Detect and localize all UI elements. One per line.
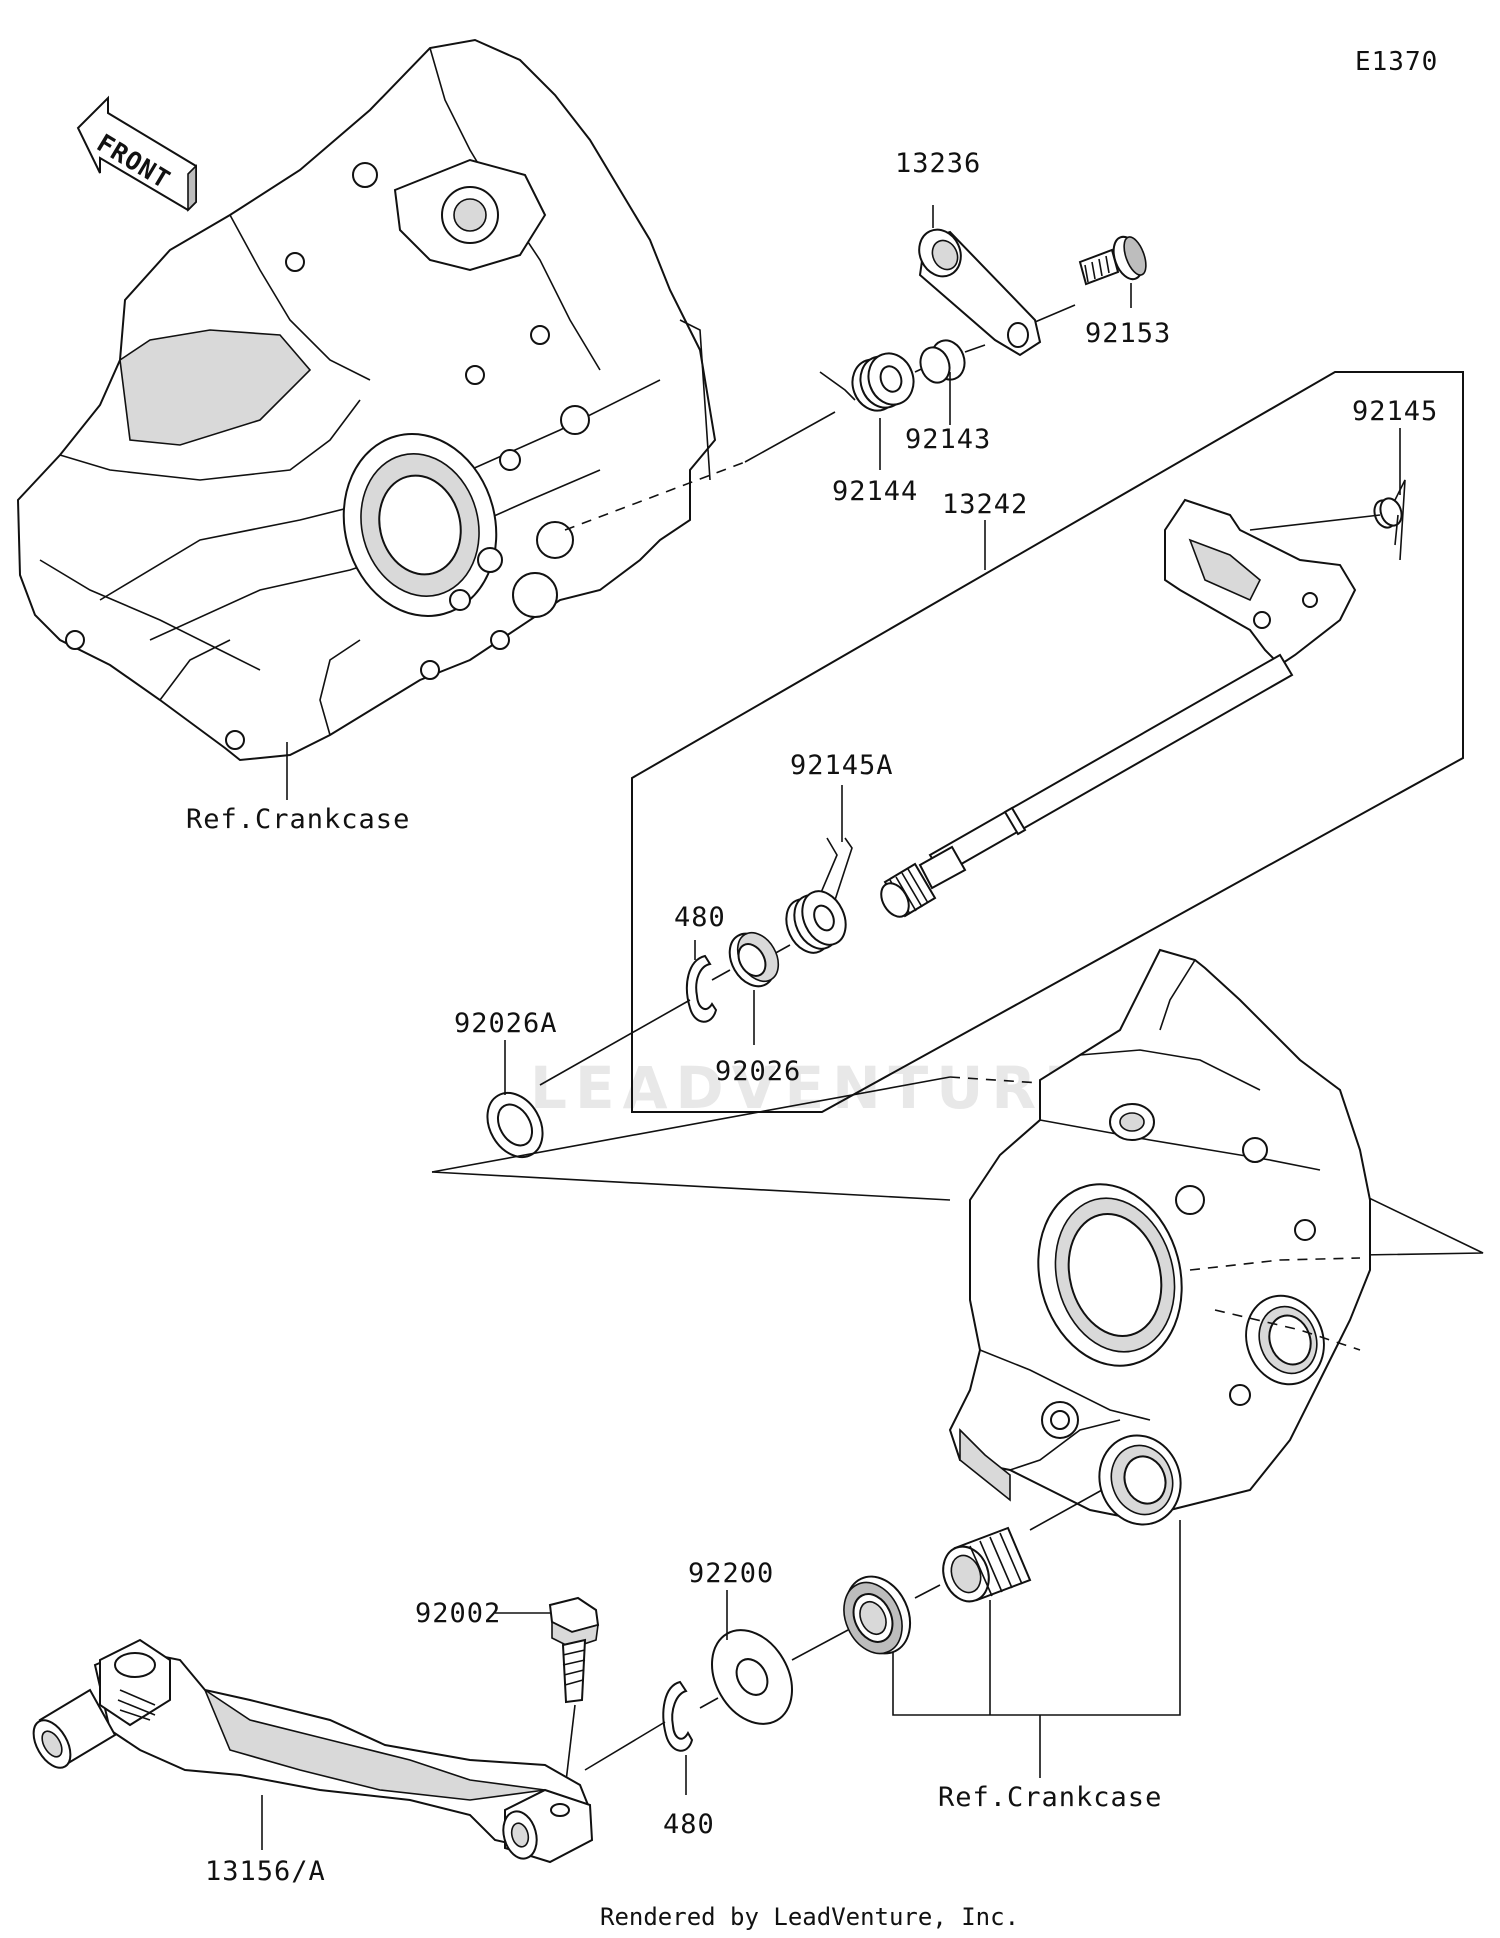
circlip-480-top	[686, 954, 718, 1023]
bolt-92002	[548, 1596, 600, 1704]
spring-92144	[819, 352, 915, 412]
spring-92145	[1373, 479, 1406, 561]
diagram-code: E1370	[1355, 47, 1438, 77]
collar-92143	[919, 339, 966, 384]
part-480-bottom-label: 480	[663, 1809, 715, 1840]
oil-seal	[843, 1575, 912, 1655]
needle-bearing	[942, 1526, 1032, 1603]
shift-shaft-13242	[880, 498, 1381, 918]
footer-credit: Rendered by LeadVenture, Inc.	[600, 1903, 1019, 1931]
part-92144-label: 92144	[832, 476, 918, 507]
watermark: LEADVENTURE	[530, 1054, 1092, 1122]
part-13242-label: 13242	[942, 489, 1028, 520]
lever-13236	[918, 228, 1042, 357]
washer-92200	[711, 1629, 793, 1725]
part-92002-label: 92002	[415, 1598, 501, 1629]
part-92145a-label: 92145A	[790, 750, 894, 781]
part-92026-label: 92026	[715, 1056, 801, 1087]
washer-92026a	[486, 1092, 544, 1158]
spring-92145a	[785, 837, 853, 954]
part-13156a-label: 13156/A	[205, 1856, 326, 1887]
circlip-480-bottom	[662, 1680, 694, 1752]
part-480-top-label: 480	[674, 902, 726, 933]
shift-pedal-13156a	[32, 1638, 594, 1864]
front-arrow-icon: FRONT	[76, 95, 197, 212]
right-crankcase-illustration	[948, 948, 1371, 1526]
part-92026a-label: 92026A	[454, 1008, 558, 1039]
part-92145-label: 92145	[1352, 396, 1438, 427]
washer-92026	[728, 931, 780, 988]
part-13236-label: 13236	[895, 148, 981, 179]
ref-crankcase-right-label: Ref.Crankcase	[938, 1782, 1162, 1813]
left-crankcase-illustration	[16, 38, 717, 762]
part-92200-label: 92200	[688, 1558, 774, 1589]
ref-crankcase-left-label: Ref.Crankcase	[186, 804, 410, 835]
bolt-92153	[1078, 235, 1147, 286]
part-92143-label: 92143	[905, 424, 991, 455]
part-92153-label: 92153	[1085, 318, 1171, 349]
